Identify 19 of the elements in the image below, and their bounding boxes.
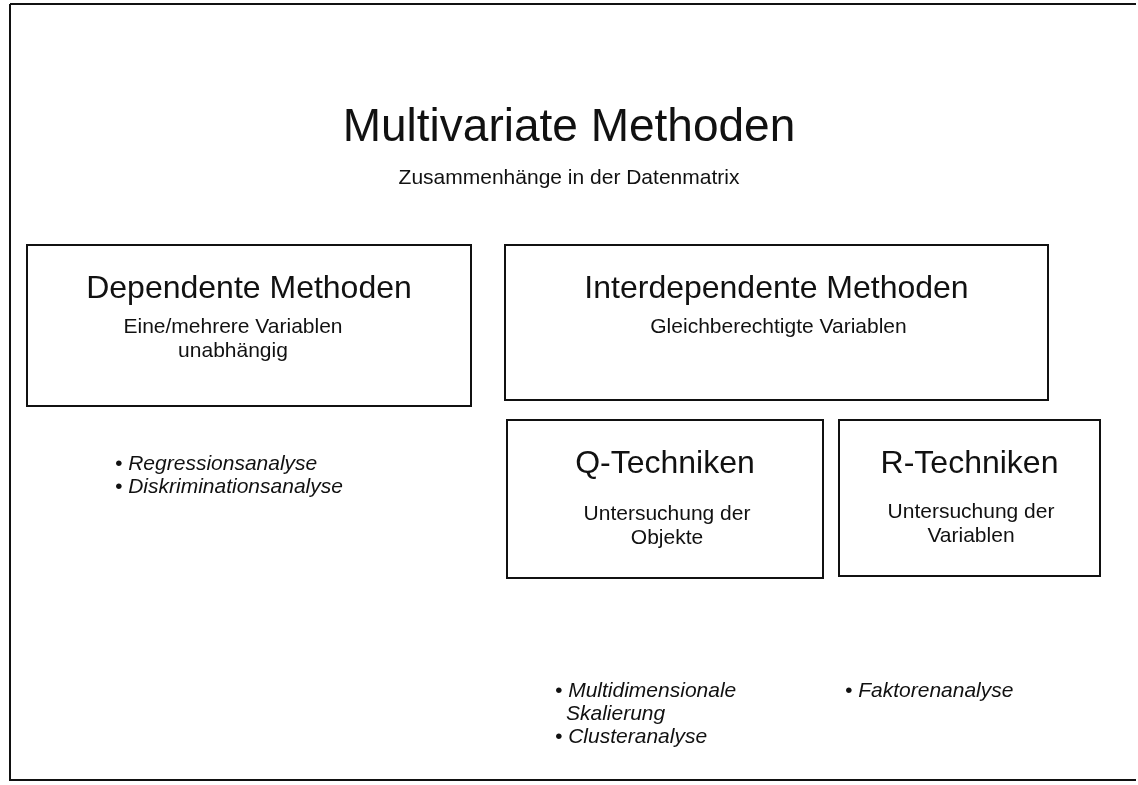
method-list-item: • Regressionsanalyse bbox=[115, 451, 319, 474]
method-list-item: • Multidimensionale Skalierung bbox=[555, 678, 738, 724]
method-list-item: • Clusteranalyse bbox=[555, 724, 709, 747]
title: Multivariate Methoden bbox=[341, 98, 797, 152]
category-box bbox=[26, 244, 472, 407]
method-list-item: • Faktorenanalyse bbox=[845, 678, 1015, 701]
box-heading: R-Techniken bbox=[879, 443, 1060, 481]
box-description: Gleichberechtigte Variablen bbox=[649, 314, 908, 338]
box-heading: Interdependente Methoden bbox=[583, 268, 970, 306]
box-description: Untersuchung der Variablen bbox=[886, 499, 1056, 547]
method-list-item: • Diskriminationsanalyse bbox=[115, 474, 344, 497]
box-heading: Q-Techniken bbox=[574, 443, 756, 481]
technique-box bbox=[838, 419, 1101, 577]
box-description: Untersuchung der Objekte bbox=[582, 501, 752, 549]
box-description: Eine/mehrere Variablen unabhängig bbox=[122, 314, 344, 362]
subtitle: Zusammenhänge in der Datenmatrix bbox=[397, 164, 741, 190]
box-heading: Dependente Methoden bbox=[85, 268, 413, 306]
category-box bbox=[504, 244, 1049, 401]
technique-box bbox=[506, 419, 824, 579]
